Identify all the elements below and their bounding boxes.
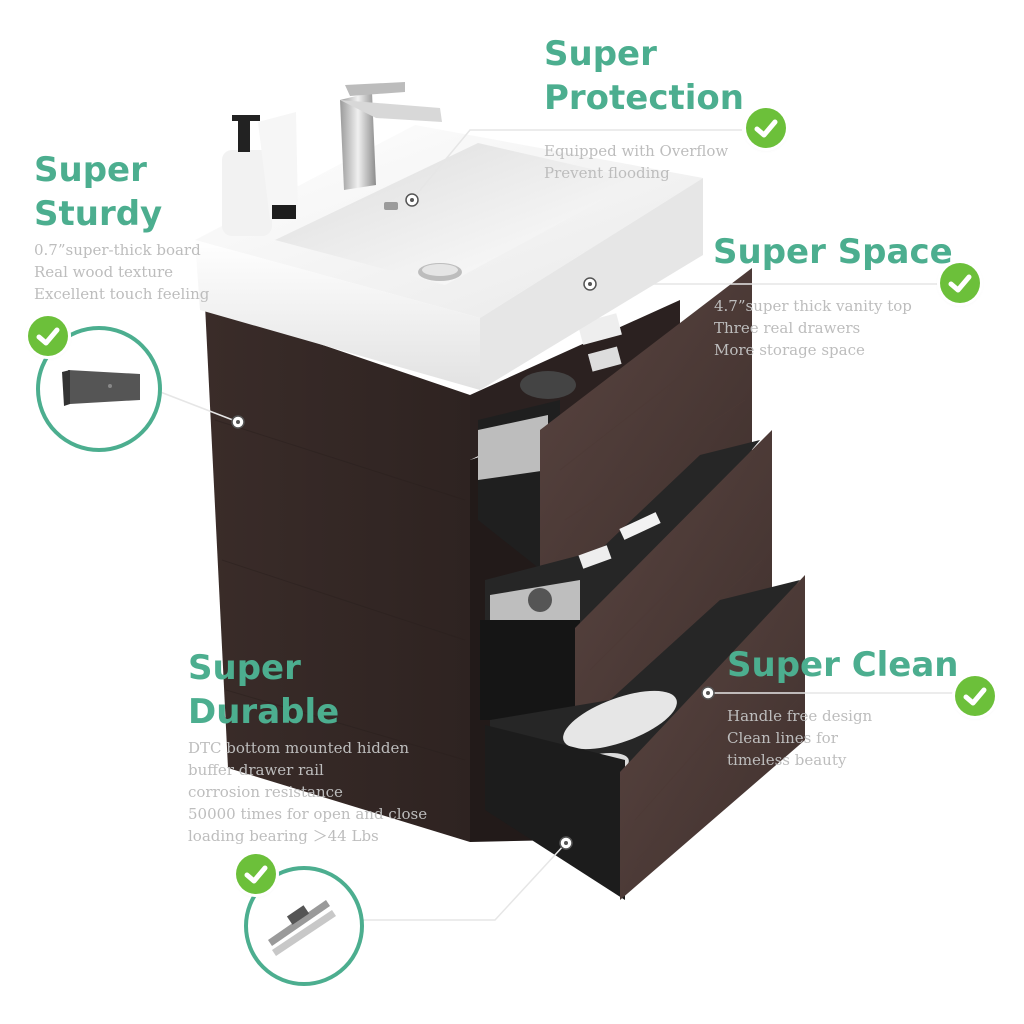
- bottom-drawer: [485, 575, 805, 900]
- drawer-rail-image: [268, 900, 336, 956]
- durable-title: Super Durable: [188, 648, 340, 732]
- check-icon: [236, 854, 276, 894]
- check-icon: [746, 108, 786, 148]
- cabinet-side-panel: [205, 305, 470, 842]
- durable-description: DTC bottom mounted hidden buffer drawer …: [188, 739, 428, 845]
- middle-drawer: [480, 430, 772, 750]
- sturdy-title: Super Sturdy: [34, 150, 163, 234]
- clean-description: Handle free design Clean lines for timel…: [727, 707, 873, 769]
- protection-description: Equipped with Overflow Prevent flooding: [544, 142, 729, 182]
- check-icon: [940, 263, 980, 303]
- sturdy-description: 0.7”super-thick board Real wood texture …: [34, 241, 210, 303]
- protection-title: Super Protection: [544, 34, 744, 118]
- space-title: Super Space: [713, 232, 953, 272]
- faucet: [340, 82, 442, 190]
- check-icon: [955, 676, 995, 716]
- space-description: 4.7”super thick vanity top Three real dr…: [714, 297, 912, 359]
- toiletry-bottles: [222, 112, 298, 236]
- check-icon: [28, 316, 68, 356]
- basin-top: [195, 125, 703, 390]
- board-sample-image: [62, 370, 140, 406]
- clean-title: Super Clean: [727, 645, 959, 685]
